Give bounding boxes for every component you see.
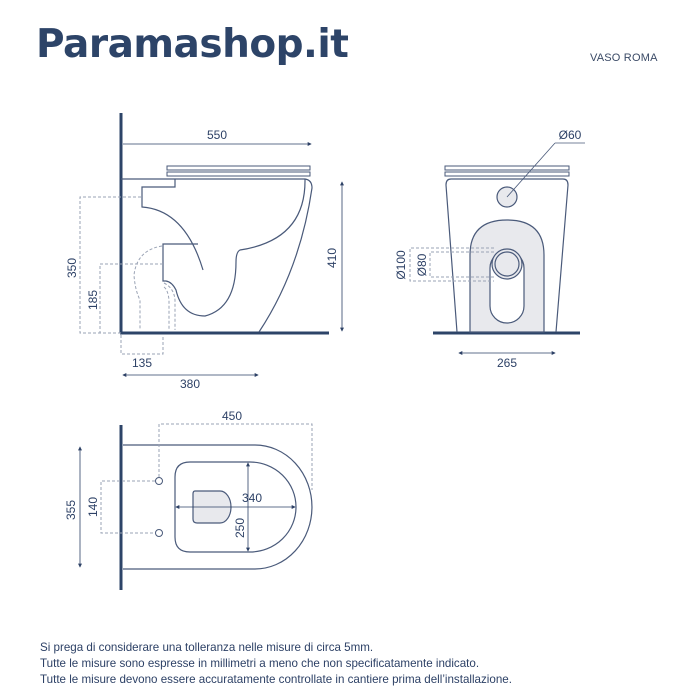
fixing-hole — [155, 477, 163, 485]
product-model: VASO ROMA — [590, 52, 658, 64]
dim-inlet-diameter: Ø60 — [559, 128, 582, 142]
dim-outlet-outer: Ø100 — [394, 250, 408, 280]
installation-notes: Si prega di considerare una tolleranza n… — [40, 640, 512, 688]
note-line: Tutte le misure devono essere accuratame… — [40, 673, 512, 686]
top-view: 450 355 140 340 250 — [64, 409, 313, 590]
fixing-hole — [155, 529, 163, 537]
note-line: Tutte le misure sono espresse in millime… — [40, 657, 480, 670]
dim-outlet-height-center: 185 — [86, 290, 100, 310]
dim-width: 355 — [64, 500, 78, 520]
dim-total-length: 550 — [207, 128, 227, 142]
outlet-inner — [494, 251, 520, 277]
dim-floor-outlet-offset: 135 — [132, 356, 152, 370]
dim-bowl-length: 340 — [242, 491, 262, 505]
bowl-front-profile — [445, 178, 569, 333]
brand-logo: Paramashop.it — [36, 22, 349, 67]
dim-base-width: 265 — [497, 356, 517, 370]
bowl-trap — [162, 178, 306, 317]
dim-height: 410 — [325, 248, 339, 268]
dim-fixing-spacing: 140 — [86, 497, 100, 517]
dim-base-depth: 380 — [180, 377, 200, 391]
dim-outlet-height-top: 350 — [65, 258, 79, 278]
bowl-inlet — [141, 179, 204, 271]
note-line: Si prega di considerare una tolleranza n… — [40, 641, 374, 654]
side-view: 550 410 350 185 135 380 — [65, 113, 344, 391]
dim-outlet-inner: Ø80 — [415, 253, 429, 276]
dim-bowl-width: 250 — [233, 518, 247, 538]
bowl-inner — [174, 461, 297, 553]
bowl-outer-profile — [121, 178, 313, 333]
bowl-outer — [123, 444, 313, 570]
seat — [166, 171, 311, 177]
dim-length: 450 — [222, 409, 242, 423]
seat-lid — [166, 165, 311, 171]
front-view: Ø60 Ø100 Ø80 265 — [394, 128, 585, 370]
